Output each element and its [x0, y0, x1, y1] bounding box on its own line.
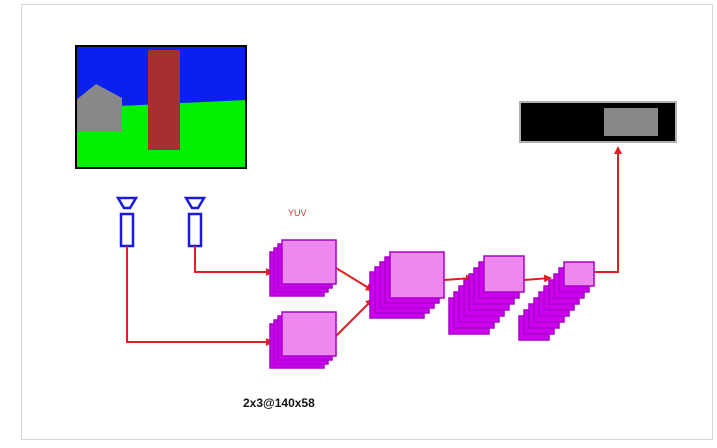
tree-trunk — [148, 50, 180, 150]
block-merge — [369, 251, 445, 319]
camera-left-icon — [115, 196, 139, 248]
output-cell — [604, 108, 658, 136]
arrow-fc-to-output — [594, 146, 622, 273]
arrow-top-to-merge — [335, 267, 374, 292]
arrow-bottom-to-merge — [335, 298, 374, 337]
scene-image — [75, 45, 247, 169]
block-fc — [518, 261, 595, 341]
block-conv — [448, 255, 525, 335]
arrow-cam-left-to-block — [126, 246, 274, 346]
output-bar — [519, 101, 677, 143]
arrow-merge-to-conv — [443, 274, 474, 283]
feature-blocks — [269, 239, 595, 369]
block-input-top — [269, 239, 337, 297]
camera-right-icon — [183, 196, 207, 248]
arrow-conv-to-fc — [523, 274, 552, 283]
input-size-label: 2x3@140x58 — [243, 396, 315, 410]
arrow-cam-right-to-block — [194, 246, 274, 276]
house-icon — [76, 84, 122, 132]
block-input-bottom — [269, 311, 337, 369]
stream-label: YUV — [288, 208, 307, 218]
scene-border — [75, 45, 247, 169]
connections — [126, 146, 622, 346]
